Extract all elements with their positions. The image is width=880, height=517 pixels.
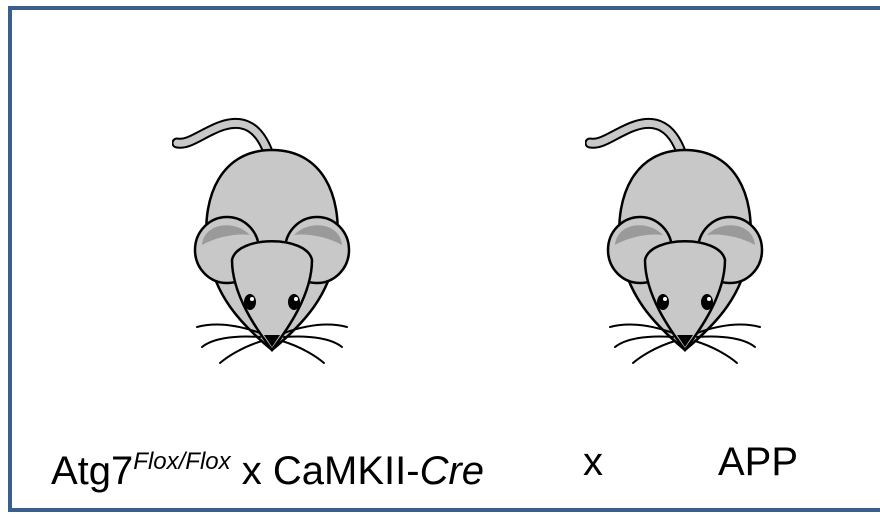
- mouse-icon: [172, 95, 372, 365]
- gene-superscript: Flox/Flox: [133, 448, 230, 475]
- cross-symbol: x: [583, 437, 603, 487]
- left-mouse-genotype-label: Atg7Flox/Flox x CaMKII-Cre: [51, 437, 484, 496]
- right-mouse-strain-label: APP: [718, 437, 798, 487]
- gene-name: Atg7: [51, 449, 133, 493]
- cre-text: Cre: [420, 449, 484, 493]
- cross-text: x CaMKII-: [231, 449, 420, 493]
- mouse-icon: [585, 95, 785, 365]
